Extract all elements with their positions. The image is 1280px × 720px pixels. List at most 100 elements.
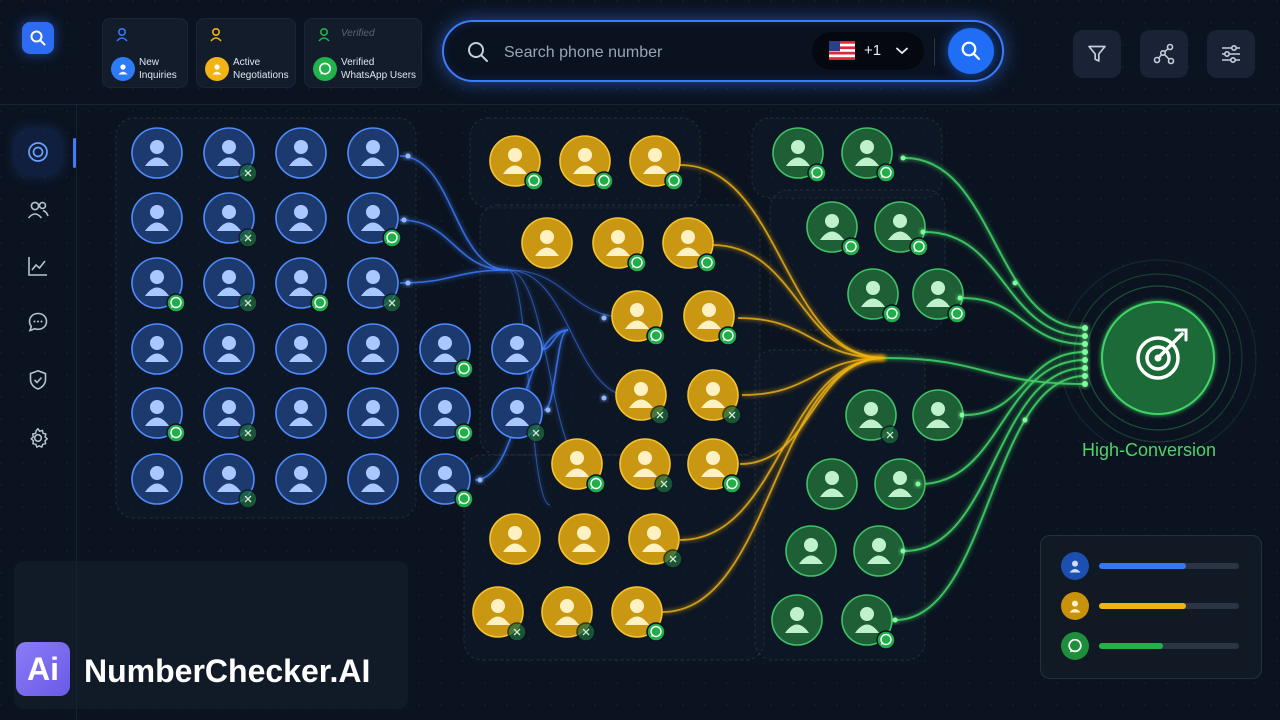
contact-node-active[interactable]: [541, 586, 596, 642]
contact-node-new[interactable]: [491, 387, 546, 443]
contact-node-active[interactable]: [687, 438, 742, 494]
edge-endpoint: [601, 315, 607, 321]
sidebar-nav: [0, 104, 77, 720]
contact-node-verified[interactable]: [772, 127, 827, 183]
contact-node-active[interactable]: [558, 513, 610, 565]
search-icon: [961, 41, 981, 61]
contact-node-verified[interactable]: [806, 201, 861, 257]
filter-button[interactable]: [1073, 30, 1121, 78]
contact-node-verified[interactable]: [845, 389, 900, 445]
contact-node-new[interactable]: [131, 127, 183, 179]
country-code-select[interactable]: +1: [812, 32, 924, 70]
contact-node-new[interactable]: [347, 257, 402, 313]
contact-node-active[interactable]: [687, 369, 742, 425]
contact-node-new[interactable]: [131, 323, 183, 375]
app-search-button[interactable]: [22, 22, 54, 54]
contact-node-new[interactable]: [347, 323, 399, 375]
contact-node-new[interactable]: [275, 453, 327, 505]
network-view-button[interactable]: [1140, 30, 1188, 78]
search-submit-button[interactable]: [948, 28, 994, 74]
edge-endpoint: [1012, 280, 1018, 286]
edge-endpoint: [545, 407, 551, 413]
contact-node-new[interactable]: [131, 387, 186, 443]
sidebar-item-settings[interactable]: [16, 416, 60, 460]
contact-node-new[interactable]: [203, 387, 258, 443]
contact-node-new[interactable]: [275, 127, 327, 179]
contact-node-active[interactable]: [615, 369, 670, 425]
contact-node-new[interactable]: [347, 387, 399, 439]
contact-node-active[interactable]: [611, 290, 666, 346]
sidebar-item-analytics[interactable]: [16, 244, 60, 288]
contact-node-new[interactable]: [347, 127, 399, 179]
contact-node-verified[interactable]: [874, 458, 926, 510]
contact-node-verified[interactable]: [874, 201, 929, 257]
contact-node-active[interactable]: [551, 438, 606, 494]
flow-edges: [399, 155, 1086, 621]
contact-node-verified[interactable]: [841, 594, 896, 650]
contact-node-new[interactable]: [131, 257, 186, 313]
whatsapp-badge-icon: [524, 171, 544, 191]
contact-node-new[interactable]: [419, 453, 474, 509]
contact-node-verified[interactable]: [785, 525, 837, 577]
contact-node-active[interactable]: [619, 438, 674, 494]
unverified-badge-icon: [238, 423, 258, 443]
contact-node-active[interactable]: [592, 217, 647, 273]
sidebar-item-security[interactable]: [16, 358, 60, 402]
edge-endpoint: [401, 217, 407, 223]
contact-node-new[interactable]: [419, 387, 474, 443]
contact-node-new[interactable]: [131, 192, 183, 244]
contact-node-active[interactable]: [683, 290, 738, 346]
legend-label: New Inquiries: [139, 57, 177, 81]
contact-node-new[interactable]: [275, 323, 327, 375]
whatsapp-badge-icon: [382, 228, 402, 248]
contact-node-new[interactable]: [347, 453, 399, 505]
contact-node-new[interactable]: [275, 387, 327, 439]
contact-node-new[interactable]: [203, 257, 258, 313]
contact-node-new[interactable]: [275, 257, 330, 313]
contact-node-active[interactable]: [611, 586, 666, 642]
contact-node-new[interactable]: [203, 192, 258, 248]
contact-node-active[interactable]: [628, 513, 683, 569]
edge-endpoint: [405, 280, 411, 286]
contact-node-new[interactable]: [491, 323, 543, 375]
phone-search-bar: +1: [442, 20, 1004, 82]
contact-node-verified[interactable]: [841, 127, 896, 183]
user-icon: [1061, 592, 1089, 620]
contact-node-new[interactable]: [419, 323, 474, 379]
search-icon: [30, 30, 46, 46]
whatsapp-badge-icon: [586, 474, 606, 494]
edge-endpoint: [1022, 417, 1028, 423]
sidebar-item-messages[interactable]: [16, 300, 60, 344]
sidebar-item-targets[interactable]: [16, 130, 60, 174]
contact-node-active[interactable]: [489, 513, 541, 565]
legend-verified-whatsapp: Verified Verified WhatsApp Users: [304, 18, 422, 88]
contact-node-verified[interactable]: [912, 389, 964, 441]
unverified-badge-icon: [238, 163, 258, 183]
contact-node-active[interactable]: [629, 135, 684, 191]
contact-node-verified[interactable]: [771, 594, 823, 646]
contact-node-active[interactable]: [559, 135, 614, 191]
contact-node-new[interactable]: [275, 192, 327, 244]
phone-search-input[interactable]: [502, 38, 796, 68]
contact-node-new[interactable]: [203, 323, 255, 375]
contact-node-active[interactable]: [489, 135, 544, 191]
contact-node-new[interactable]: [131, 453, 183, 505]
stat-fill: [1099, 563, 1186, 569]
edge-endpoint: [477, 477, 483, 483]
contact-node-verified[interactable]: [806, 458, 858, 510]
contact-node-active[interactable]: [521, 217, 573, 269]
contact-node-verified[interactable]: [912, 268, 967, 324]
settings-sliders-button[interactable]: [1207, 30, 1255, 78]
whatsapp-badge-icon: [310, 293, 330, 313]
filter-icon: [1088, 45, 1106, 62]
contact-node-active[interactable]: [472, 586, 527, 642]
unverified-badge-icon: [722, 405, 742, 425]
contact-node-active[interactable]: [662, 217, 717, 273]
contact-node-verified[interactable]: [853, 525, 905, 577]
contact-node-new[interactable]: [203, 453, 258, 509]
contact-node-new[interactable]: [347, 192, 402, 248]
sidebar-item-contacts[interactable]: [16, 188, 60, 232]
contact-node-new[interactable]: [203, 127, 258, 183]
contact-node-verified[interactable]: [847, 268, 902, 324]
whatsapp-badge-icon: [876, 630, 896, 650]
